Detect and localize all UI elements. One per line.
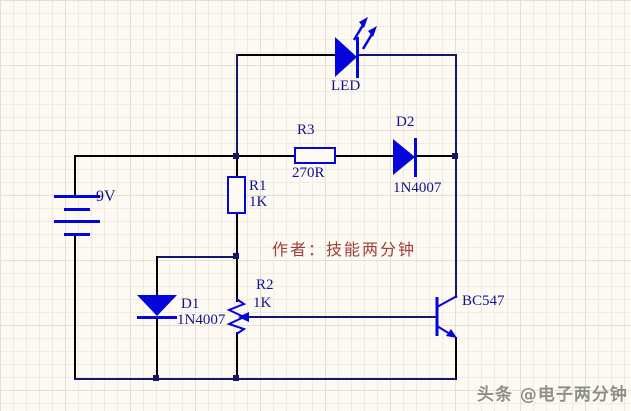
junction-dot	[233, 153, 239, 159]
junction-dot	[233, 253, 239, 259]
battery-plate	[64, 233, 90, 236]
r3-ref-label: R3	[297, 122, 315, 138]
wire	[236, 156, 238, 178]
led-cathode-bar	[356, 37, 359, 78]
wire	[415, 155, 457, 157]
wire	[156, 318, 158, 380]
r1-ref-label: R1	[249, 178, 267, 194]
wire	[236, 332, 238, 380]
wire	[455, 337, 457, 380]
junction-dot	[153, 375, 159, 381]
wire	[334, 155, 395, 157]
transistor-ref-label: BC547	[462, 293, 505, 309]
battery-plate	[54, 195, 100, 198]
wire	[247, 316, 437, 318]
watermark-text: 头条 @电子两分钟	[477, 385, 628, 405]
wire	[156, 256, 158, 296]
d1-value-label: 1N4007	[177, 312, 226, 328]
wire	[74, 236, 76, 380]
wire	[156, 256, 238, 258]
wire	[236, 54, 337, 56]
d2-diode-triangle	[393, 139, 415, 175]
r1-value-label: 1K	[249, 194, 268, 210]
d1-cathode-bar	[137, 316, 177, 319]
r1-resistor-body	[227, 176, 246, 214]
r2-value-label: 1K	[253, 295, 272, 311]
wire	[356, 54, 457, 56]
junction-dot	[452, 153, 458, 159]
wire	[74, 155, 76, 197]
r3-resistor-body	[294, 147, 336, 164]
d2-ref-label: D2	[396, 114, 415, 130]
junction-dot	[233, 375, 239, 381]
d1-diode-triangle	[137, 295, 177, 316]
r3-value-label: 270R	[292, 165, 325, 181]
author-note: 作者：技能两分钟	[272, 240, 417, 259]
wire	[236, 54, 238, 157]
led-ref-label: LED	[331, 78, 361, 94]
wire	[74, 378, 457, 380]
r2-ref-label: R2	[256, 277, 274, 293]
d2-cathode-bar	[414, 138, 417, 177]
wire	[74, 155, 296, 157]
battery-plate	[64, 208, 90, 211]
d2-value-label: 1N4007	[393, 180, 442, 196]
battery-plate	[54, 220, 100, 223]
battery-value-label: 9V	[96, 188, 116, 205]
led-light-arrows-icon	[352, 17, 377, 50]
led-triangle	[335, 37, 357, 77]
r2-potentiometer-icon	[226, 298, 270, 335]
d1-ref-label: D1	[181, 296, 200, 312]
transistor-symbol-icon	[435, 295, 458, 338]
wire	[455, 54, 457, 298]
